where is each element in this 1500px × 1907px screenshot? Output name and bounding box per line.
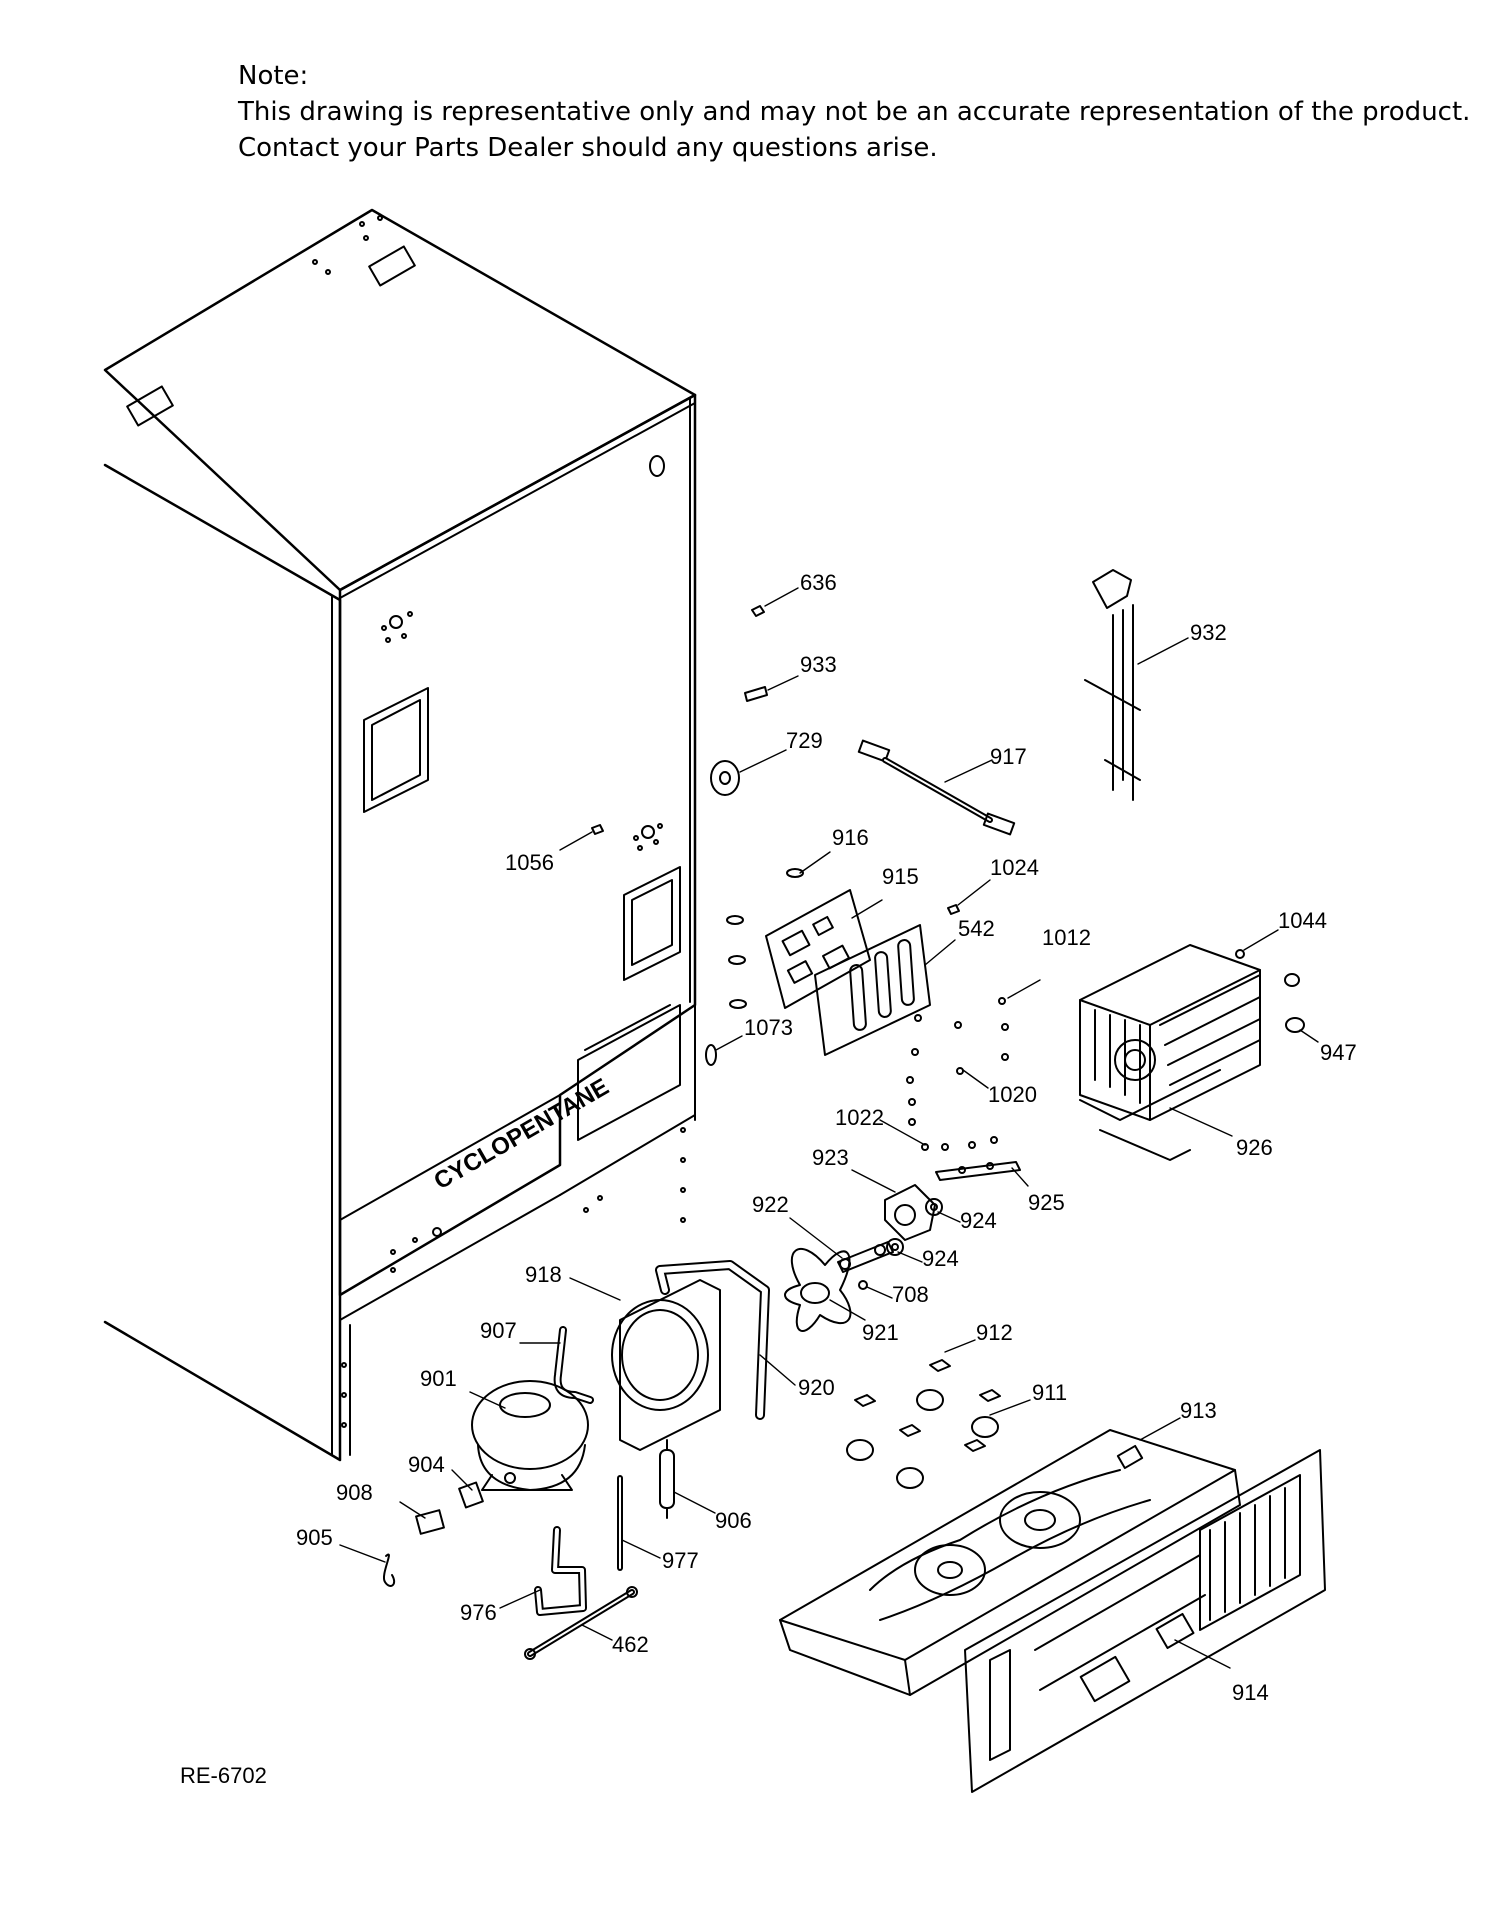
part-932-heater	[1084, 569, 1141, 801]
part-label-1073: 1073	[744, 1015, 793, 1040]
part-921-fan-blade	[784, 1247, 852, 1332]
part-label-916: 916	[832, 825, 869, 850]
part-label-901: 901	[420, 1366, 457, 1391]
part-922-bracket	[837, 1241, 894, 1273]
part-label-1044: 1044	[1278, 908, 1327, 933]
disclaimer-note: Note: This drawing is representative onl…	[238, 58, 1471, 166]
part-label-1012: 1012	[1042, 925, 1091, 950]
part-label-1020: 1020	[988, 1082, 1037, 1107]
part-1056-screw	[591, 824, 604, 835]
part-label-912: 912	[976, 1320, 1013, 1345]
part-542-cover-plate	[814, 924, 931, 1056]
part-976-tube	[534, 1526, 587, 1616]
part-label-918: 918	[525, 1262, 562, 1287]
part-label-976: 976	[460, 1600, 497, 1625]
part-label-947: 947	[1320, 1040, 1357, 1065]
part-label-917: 917	[990, 744, 1027, 769]
part-label-904: 904	[408, 1452, 445, 1477]
part-label-911: 911	[1032, 1380, 1067, 1405]
part-label-542: 542	[958, 916, 995, 941]
part-label-1022: 1022	[835, 1105, 884, 1130]
part-label-906: 906	[715, 1508, 752, 1533]
part-label-926: 926	[1236, 1135, 1273, 1160]
part-label-914: 914	[1232, 1680, 1269, 1705]
part-916-fasteners	[726, 868, 804, 1009]
part-label-920: 920	[798, 1375, 835, 1400]
part-924-grommets	[886, 1198, 943, 1256]
part-label-923: 923	[812, 1145, 849, 1170]
part-907-tube	[553, 1326, 594, 1404]
part-926-evaporator	[1079, 944, 1261, 1161]
cabinet-stamp: CYCLOPENTANE	[430, 1073, 614, 1195]
part-917-harness	[857, 739, 1016, 836]
part-label-708: 708	[892, 1282, 929, 1307]
part-label-921: 921	[862, 1320, 899, 1345]
part-label-905: 905	[296, 1525, 333, 1550]
part-462-tube	[524, 1586, 638, 1660]
part-947-bushings	[1284, 973, 1305, 1033]
part-911-feet	[846, 1389, 999, 1489]
part-label-1056: 1056	[505, 850, 554, 875]
part-1024-screw	[947, 904, 960, 915]
part-1022-screw	[921, 1143, 929, 1151]
refrigerator-cabinet: CYCLOPENTANE	[103, 208, 697, 1462]
part-label-729: 729	[786, 728, 823, 753]
part-1020-screws	[906, 1048, 964, 1126]
part-label-636: 636	[800, 570, 837, 595]
part-708-nut	[858, 1280, 868, 1290]
part-label-915: 915	[882, 864, 919, 889]
diagram-reference-code: RE-6702	[180, 1763, 267, 1788]
part-904-overload	[458, 1481, 484, 1509]
part-label-907: 907	[480, 1318, 517, 1343]
note-line-2: Contact your Parts Dealer should any que…	[238, 133, 938, 163]
note-line-1: This drawing is representative only and …	[238, 97, 1471, 127]
part-905-wire	[382, 1553, 396, 1587]
part-913-base-pan	[779, 1429, 1241, 1696]
part-labels: 636 933 729 917 932 916 1056 915 1024 54…	[296, 570, 1357, 1705]
part-label-908: 908	[336, 1480, 373, 1505]
part-label-933: 933	[800, 652, 837, 677]
part-1012-screws	[914, 997, 1009, 1061]
part-914-rear-grille	[964, 1449, 1326, 1793]
part-label-932: 932	[1190, 620, 1227, 645]
part-925-bracket	[935, 1136, 1021, 1181]
part-label-924-a: 924	[960, 1208, 997, 1233]
part-label-977: 977	[662, 1548, 699, 1573]
part-label-925: 925	[1028, 1190, 1065, 1215]
part-label-462: 462	[612, 1632, 649, 1657]
leader-lines	[339, 587, 1319, 1669]
part-908-relay	[415, 1509, 445, 1535]
note-heading: Note:	[238, 61, 309, 91]
part-915-control-board	[765, 889, 871, 1009]
part-923-fan-motor	[884, 1184, 936, 1241]
part-918-shroud	[611, 1279, 721, 1451]
part-729-knob	[710, 760, 740, 796]
part-636-screw	[751, 605, 765, 617]
part-906-drier	[659, 1439, 675, 1519]
part-1073-grommet	[705, 1044, 717, 1066]
part-label-922: 922	[752, 1192, 789, 1217]
part-label-913: 913	[1180, 1398, 1217, 1423]
part-label-924-b: 924	[922, 1246, 959, 1271]
part-1044-screw	[1235, 949, 1245, 959]
part-933-clip	[744, 686, 768, 702]
part-920-tube	[655, 1260, 770, 1420]
part-912-clips	[854, 1359, 1001, 1452]
part-label-1024: 1024	[990, 855, 1039, 880]
